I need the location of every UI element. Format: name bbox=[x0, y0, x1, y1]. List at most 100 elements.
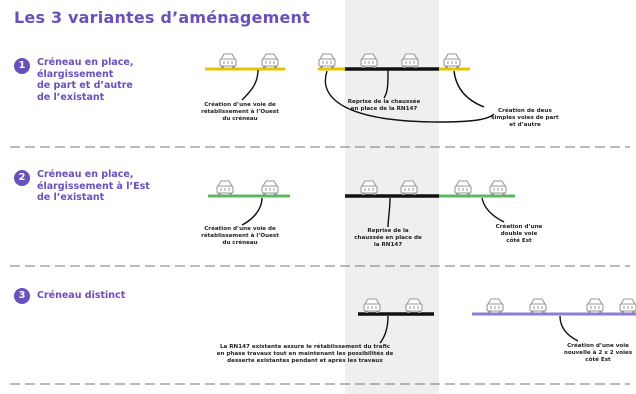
caption-line: rétablissement à l’Ouest bbox=[201, 109, 279, 115]
variant-3-title-line: Créneau distinct bbox=[37, 290, 126, 301]
vehicle-icon bbox=[261, 180, 279, 195]
vehicle-roof bbox=[487, 298, 503, 305]
caption-line: en place de la RN147 bbox=[350, 106, 418, 112]
leader-line bbox=[241, 69, 259, 101]
vehicle-wheel bbox=[414, 66, 417, 68]
vehicle-icon bbox=[219, 53, 237, 68]
vehicle-wheel bbox=[362, 193, 365, 195]
vehicle-wheel bbox=[221, 66, 224, 68]
vehicle-wheel bbox=[263, 66, 266, 68]
vehicle-icon bbox=[318, 53, 336, 68]
vehicle-icon bbox=[619, 298, 636, 313]
vehicle-roof bbox=[220, 53, 236, 60]
vehicle-wheel bbox=[263, 193, 266, 195]
caption-line: la RN147 bbox=[373, 242, 403, 248]
caption-line: et d’autre bbox=[509, 122, 541, 128]
variant-1-title-line: Créneau en place, bbox=[37, 57, 134, 68]
vehicle-roof bbox=[587, 298, 603, 305]
vehicle-icon bbox=[443, 53, 461, 68]
vehicle-wheel bbox=[274, 66, 277, 68]
variant-1-title-line: de l’existant bbox=[37, 91, 105, 103]
variant-2-title-line: de l’existant bbox=[37, 192, 105, 203]
vehicle-roof bbox=[406, 298, 422, 305]
variant-2-caption-west: Création d’une voie de rétablissement à … bbox=[195, 226, 285, 247]
vehicle-icon bbox=[486, 298, 504, 313]
vehicle-wheel bbox=[445, 66, 448, 68]
vehicle-icon bbox=[360, 53, 378, 68]
vehicle-icons bbox=[216, 53, 636, 313]
vehicle-icon bbox=[405, 298, 423, 313]
vehicle-wheel bbox=[232, 66, 235, 68]
vehicle-roof bbox=[217, 180, 233, 187]
variant-2-title: Créneau en place, élargissement à l’Est … bbox=[37, 169, 150, 204]
vehicle-wheel bbox=[407, 311, 410, 313]
vehicle-wheel bbox=[542, 311, 545, 313]
road-tracks bbox=[205, 67, 636, 316]
vehicle-roof bbox=[401, 180, 417, 187]
vehicle-wheel bbox=[331, 66, 334, 68]
vehicle-roof bbox=[620, 298, 636, 305]
vehicle-icon bbox=[401, 53, 419, 68]
caption-line: rétablissement à l’Ouest bbox=[201, 233, 279, 239]
vehicle-roof bbox=[364, 298, 380, 305]
vehicle-icon bbox=[363, 298, 381, 313]
caption-line: du créneau bbox=[222, 116, 258, 122]
vehicle-icon bbox=[216, 180, 234, 195]
caption-line: chaussée en place de bbox=[354, 235, 422, 241]
caption-line: double voie bbox=[500, 231, 538, 237]
caption-line: côté Est bbox=[585, 357, 611, 363]
variant-3-number-badge: 3 bbox=[14, 288, 30, 304]
vehicle-wheel bbox=[467, 193, 470, 195]
vehicle-wheel bbox=[218, 193, 221, 195]
caption-line: La RN147 existante assure le rétablissem… bbox=[219, 344, 391, 350]
vehicle-wheel bbox=[274, 193, 277, 195]
caption-line: Création d’une bbox=[495, 224, 543, 230]
variant-3-title: Créneau distinct bbox=[37, 290, 125, 302]
variant-1-caption-both-sides: Création de deux simples voies de part e… bbox=[484, 108, 566, 129]
caption-line: du créneau bbox=[222, 240, 258, 246]
variant-1-title-line: élargissement bbox=[37, 68, 114, 80]
variant-1-title: Créneau en place, élargissement de part … bbox=[37, 57, 133, 103]
vehicle-wheel bbox=[491, 193, 494, 195]
vehicle-icon bbox=[529, 298, 547, 313]
vehicle-roof bbox=[361, 180, 377, 187]
vehicle-wheel bbox=[403, 66, 406, 68]
caption-line: simples voies de part bbox=[491, 115, 559, 121]
caption-line: Création d’une voie de bbox=[204, 102, 276, 108]
leader-line bbox=[481, 197, 505, 223]
vehicle-wheel bbox=[373, 66, 376, 68]
leader-line bbox=[387, 197, 391, 228]
variant-1-number-badge: 1 bbox=[14, 58, 30, 74]
vehicle-roof bbox=[455, 180, 471, 187]
variant-1-caption-rn147: Reprise de la chaussée en place de la RN… bbox=[338, 99, 430, 113]
vehicle-wheel bbox=[320, 66, 323, 68]
leader-line bbox=[241, 197, 263, 226]
variant-3-caption-east: Création d’une voie nouvelle à 2 x 2 voi… bbox=[560, 343, 636, 364]
vehicle-wheel bbox=[621, 311, 624, 313]
vehicle-roof bbox=[402, 53, 418, 60]
vehicle-wheel bbox=[376, 311, 379, 313]
vehicle-wheel bbox=[402, 193, 405, 195]
caption-line: côté Est bbox=[506, 238, 532, 244]
vehicle-roof bbox=[444, 53, 460, 60]
variant-2-title-line: Créneau en place, bbox=[37, 169, 134, 180]
variant-2-title-line: élargissement à l’Est bbox=[37, 180, 150, 192]
leader-line bbox=[379, 315, 389, 344]
vehicle-wheel bbox=[413, 193, 416, 195]
variant-1-title-line: de part et d’autre bbox=[37, 80, 133, 91]
vehicle-wheel bbox=[632, 311, 635, 313]
vehicle-wheel bbox=[502, 193, 505, 195]
vehicle-wheel bbox=[362, 66, 365, 68]
vehicle-roof bbox=[490, 180, 506, 187]
vehicle-wheel bbox=[373, 193, 376, 195]
variant-1-caption-west: Création d’une voie de rétablissement à … bbox=[195, 102, 285, 123]
variant-3-caption-existing: La RN147 existante assure le rétablissem… bbox=[196, 344, 414, 365]
caption-line: Création de deux bbox=[498, 108, 552, 114]
vehicle-wheel bbox=[488, 311, 491, 313]
caption-line: Reprise de la bbox=[367, 228, 409, 234]
vehicle-roof bbox=[361, 53, 377, 60]
vehicle-wheel bbox=[229, 193, 232, 195]
vehicle-icon bbox=[261, 53, 279, 68]
leader-line bbox=[559, 315, 579, 342]
variant-2-caption-rn147: Reprise de la chaussée en place de la RN… bbox=[348, 228, 428, 249]
